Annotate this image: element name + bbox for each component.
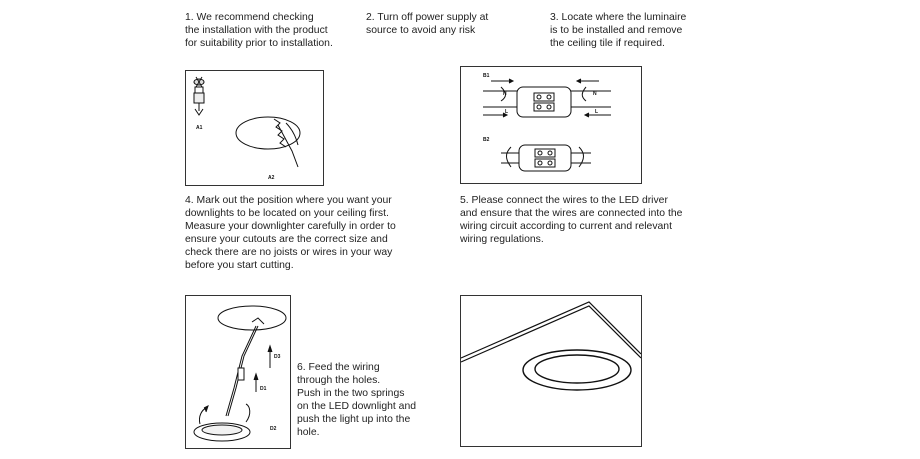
figure-mark-and-cut: A1 A2 bbox=[185, 70, 324, 186]
installed-downlight-icon bbox=[522, 349, 632, 391]
wiring-cable-icon bbox=[225, 317, 273, 417]
ceiling-panel-icon bbox=[461, 301, 641, 363]
label-a1: A1 bbox=[196, 125, 203, 131]
label-d3: D3 bbox=[274, 354, 281, 360]
figure-feed-wiring: D3 D1 D2 bbox=[185, 295, 291, 449]
step-2-text: 2. Turn off power supply at source to av… bbox=[366, 12, 489, 36]
terminal-block-closed-icon bbox=[501, 144, 591, 172]
label-d1: D1 bbox=[260, 386, 267, 392]
downlight-spring-icon bbox=[193, 403, 251, 442]
step-3-text: 3. Locate where the luminaire is to be i… bbox=[550, 12, 687, 49]
label-n-right: N bbox=[593, 91, 597, 97]
label-d2: D2 bbox=[270, 426, 277, 432]
label-n-left: N bbox=[503, 91, 507, 97]
figure-connect-wires: B1 N L N L B2 bbox=[460, 66, 642, 184]
ceiling-hole-icon bbox=[217, 305, 287, 331]
figure-installed-light bbox=[460, 295, 642, 447]
terminal-block-open-icon bbox=[483, 78, 611, 118]
label-b2: B2 bbox=[483, 137, 490, 143]
step-6-text: 6. Feed the wiring through the holes. Pu… bbox=[297, 362, 417, 438]
label-l-left: L bbox=[505, 109, 508, 115]
step-1-text: 1. We recommend checking the installatio… bbox=[185, 12, 333, 49]
label-b1: B1 bbox=[483, 73, 490, 79]
step-5-text: 5. Please connect the wires to the LED d… bbox=[460, 195, 683, 245]
downlight-disc-icon bbox=[235, 116, 301, 168]
label-l-right: L bbox=[595, 109, 598, 115]
drill-screw-icon bbox=[193, 76, 205, 116]
label-a2: A2 bbox=[268, 175, 275, 181]
step-4-text: 4. Mark out the position where you want … bbox=[185, 195, 396, 271]
